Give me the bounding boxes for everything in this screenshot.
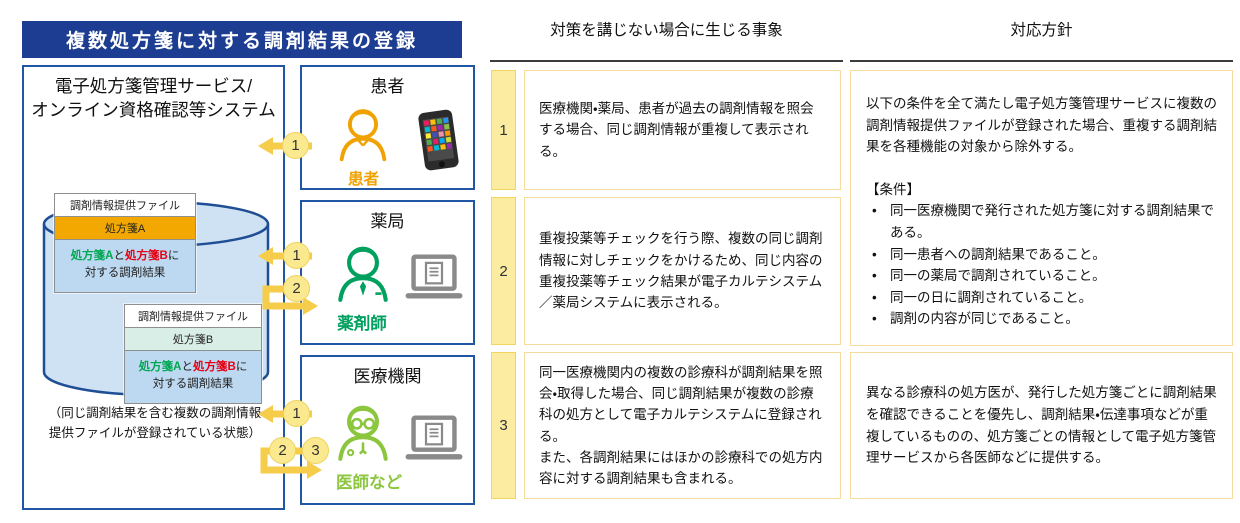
condition-item: 同一の薬局で調剤されていること。 bbox=[866, 265, 1217, 287]
file-b-body: 処方箋Aと処方箋Bに 対する調剤結果 bbox=[125, 351, 261, 403]
file-a-and: と bbox=[113, 250, 126, 262]
issue-number-3: 3 bbox=[491, 352, 516, 499]
file-b-prescription-bar: 処方箋B bbox=[125, 327, 261, 351]
pharmacy-box-title: 薬局 bbox=[370, 212, 405, 231]
flow-step-circle-pharmacy-1: 1 bbox=[283, 242, 310, 269]
issues-column-header: 対策を講じない場合に生じる事象 bbox=[550, 22, 783, 39]
pharmacy-box: 薬局 薬剤師 bbox=[300, 200, 475, 345]
issue-text-1: 医療機関・薬局、患者が過去の調剤情報を照会する場合、同じ調剤情報が重複して表示さ… bbox=[539, 101, 814, 159]
flow-step-circle-pharmacy-2: 2 bbox=[283, 275, 310, 302]
issue-text-3: 同一医療機関内の複数の診療科が調剤結果を照会・取得した場合、同じ調剤結果が複数の… bbox=[539, 364, 823, 487]
patient-label: 患者 bbox=[347, 171, 379, 188]
condition-item: 同一の日に調剤されていること。 bbox=[866, 287, 1217, 309]
file-b-line2: 対する調剤結果 bbox=[152, 378, 234, 391]
issue-box-2: 重複投薬等チェックを行う際、複数の同じ調剤情報に対しチェックをかけるため、同じ内… bbox=[524, 197, 841, 345]
conditions-label: 【条件】 bbox=[866, 181, 920, 197]
file-a-prescription-bar: 処方箋A bbox=[55, 216, 195, 240]
file-b-rx-b: 処方箋B bbox=[193, 361, 236, 373]
file-b-and: と bbox=[181, 361, 194, 373]
doctor-person-icon bbox=[330, 399, 396, 470]
laptop-icon bbox=[402, 415, 466, 468]
dispensing-file-a: 調剤情報提供ファイル 処方箋A 処方箋Aと処方箋Bに 対する調剤結果 bbox=[54, 193, 196, 293]
issue-number-1: 1 bbox=[491, 70, 516, 190]
policy-intro: 以下の条件を全て満たし電子処方箋管理サービスに複数の調剤情報提供ファイルが登録さ… bbox=[866, 96, 1217, 155]
service-box-title: 電子処方箋管理サービス/ オンライン資格確認等システム bbox=[31, 76, 276, 120]
pharmacist-person-icon bbox=[330, 240, 396, 311]
flow-step-circle-patient-1: 1 bbox=[282, 132, 309, 159]
doctor-label: 医師など bbox=[336, 474, 402, 492]
patient-box-title: 患者 bbox=[370, 77, 405, 96]
issue-text-2: 重複投薬等チェックを行う際、複数の同じ調剤情報に対しチェックをかけるため、同じ内… bbox=[539, 231, 823, 311]
file-b-rx-a: 処方箋A bbox=[138, 361, 182, 373]
file-a-ni: に bbox=[167, 250, 180, 262]
file-b-header: 調剤情報提供ファイル bbox=[125, 305, 261, 327]
condition-item: 同一医療機関で発行された処方箋に対する調剤結果である。 bbox=[866, 200, 1217, 243]
patient-person-icon bbox=[332, 103, 394, 170]
file-a-rx-b: 処方箋B bbox=[125, 250, 168, 262]
flow-step-circle-medical-1: 1 bbox=[283, 400, 310, 427]
file-a-body: 処方箋Aと処方箋Bに 対する調剤結果 bbox=[55, 240, 195, 292]
condition-item: 調剤の内容が同じであること。 bbox=[866, 308, 1217, 330]
issues-header-rule bbox=[490, 60, 843, 62]
service-box-note: （同じ調剤結果を含む複数の調剤情報 提供ファイルが登録されている状態） bbox=[48, 406, 262, 440]
file-b-ni: に bbox=[235, 361, 248, 373]
issue-number-2: 2 bbox=[491, 197, 516, 345]
medical-box-title: 医療機関 bbox=[353, 367, 422, 386]
policy-header-rule bbox=[850, 60, 1233, 62]
policy-box2-text: 異なる診療科の処方医が、発行した処方箋ごとに調剤結果を確認できることを優先し、調… bbox=[866, 385, 1217, 466]
policy-box-1: 以下の条件を全て満たし電子処方箋管理サービスに複数の調剤情報提供ファイルが登録さ… bbox=[850, 70, 1233, 346]
dispensing-file-b: 調剤情報提供ファイル 処方箋B 処方箋Aと処方箋Bに 対する調剤結果 bbox=[124, 304, 262, 404]
issue-box-3: 同一医療機関内の複数の診療科が調剤結果を照会・取得した場合、同じ調剤結果が複数の… bbox=[524, 352, 841, 499]
pharmacist-label: 薬剤師 bbox=[337, 315, 387, 333]
flow-step-circle-medical-3: 3 bbox=[302, 437, 329, 464]
file-a-line2: 対する調剤結果 bbox=[84, 267, 166, 280]
patient-box: 患者 患者 bbox=[300, 65, 475, 190]
medical-institution-box: 医療機関 医師など bbox=[300, 355, 475, 505]
conditions-list: 同一医療機関で発行された処方箋に対する調剤結果である。 同一患者への調剤結果であ… bbox=[866, 200, 1217, 330]
smartphone-icon bbox=[411, 106, 466, 181]
file-a-header: 調剤情報提供ファイル bbox=[55, 194, 195, 216]
laptop-icon bbox=[402, 254, 466, 307]
service-box: 電子処方箋管理サービス/ オンライン資格確認等システム 調剤情報提供ファイル 処… bbox=[22, 65, 285, 510]
flow-step-circle-medical-2: 2 bbox=[269, 437, 296, 464]
page-title: 複数処方箋に対する調剤結果の登録 bbox=[22, 21, 462, 58]
file-a-rx-a: 処方箋A bbox=[70, 250, 114, 262]
policy-column-header: 対応方針 bbox=[1010, 22, 1073, 39]
condition-item: 同一患者への調剤結果であること。 bbox=[866, 244, 1217, 266]
policy-box-2: 異なる診療科の処方医が、発行した処方箋ごとに調剤結果を確認できることを優先し、調… bbox=[850, 352, 1233, 499]
issue-box-1: 医療機関・薬局、患者が過去の調剤情報を照会する場合、同じ調剤情報が重複して表示さ… bbox=[524, 70, 841, 190]
